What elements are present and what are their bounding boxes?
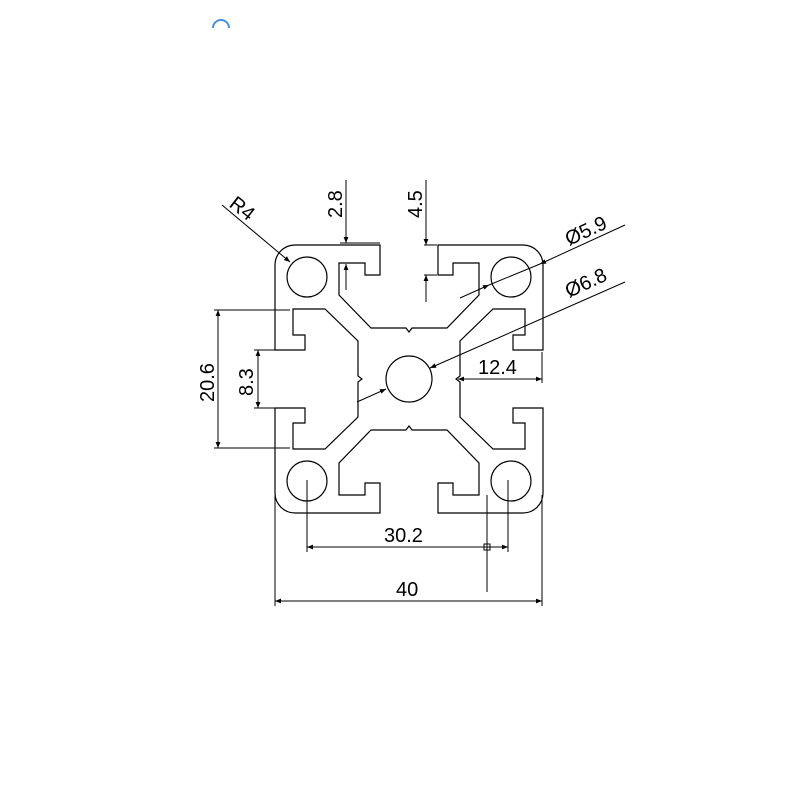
holes bbox=[286, 256, 532, 502]
dim-slot-opening-label: 8.3 bbox=[236, 368, 258, 396]
dim-core-offset-label: 12.4 bbox=[478, 357, 517, 379]
dim-radius-label: R4 bbox=[225, 192, 259, 225]
dim-slot-wall-label: 2.8 bbox=[325, 190, 347, 218]
dim-overall-width: 40 bbox=[274, 495, 543, 606]
corner-hole bbox=[490, 460, 532, 502]
dim-slot-wall: 2.8 bbox=[325, 180, 380, 290]
dim-slot-lip: 4.5 bbox=[405, 180, 437, 302]
dim-hole-spacing: 30.2 bbox=[306, 480, 509, 592]
dim-corner-hole-label: Ø5.9 bbox=[562, 212, 611, 250]
dim-overall-width-label: 40 bbox=[396, 579, 418, 601]
dim-hole-spacing-label: 30.2 bbox=[384, 525, 423, 547]
dim-slot-inner-label: 20.6 bbox=[197, 363, 219, 402]
corner-hole bbox=[490, 256, 532, 298]
dim-core-offset: 12.4 bbox=[458, 352, 543, 383]
center-hole bbox=[385, 355, 433, 403]
dim-slot-opening: 8.3 bbox=[236, 349, 303, 409]
dim-slot-lip-label: 4.5 bbox=[405, 190, 427, 218]
watermark-icon bbox=[212, 19, 230, 29]
dim-center-hole: Ø6.8 bbox=[356, 264, 626, 403]
dim-center-hole-label: Ø6.8 bbox=[562, 264, 611, 302]
corner-hole bbox=[286, 256, 328, 298]
dim-slot-inner: 20.6 bbox=[197, 309, 290, 449]
profile-outline bbox=[274, 244, 544, 514]
